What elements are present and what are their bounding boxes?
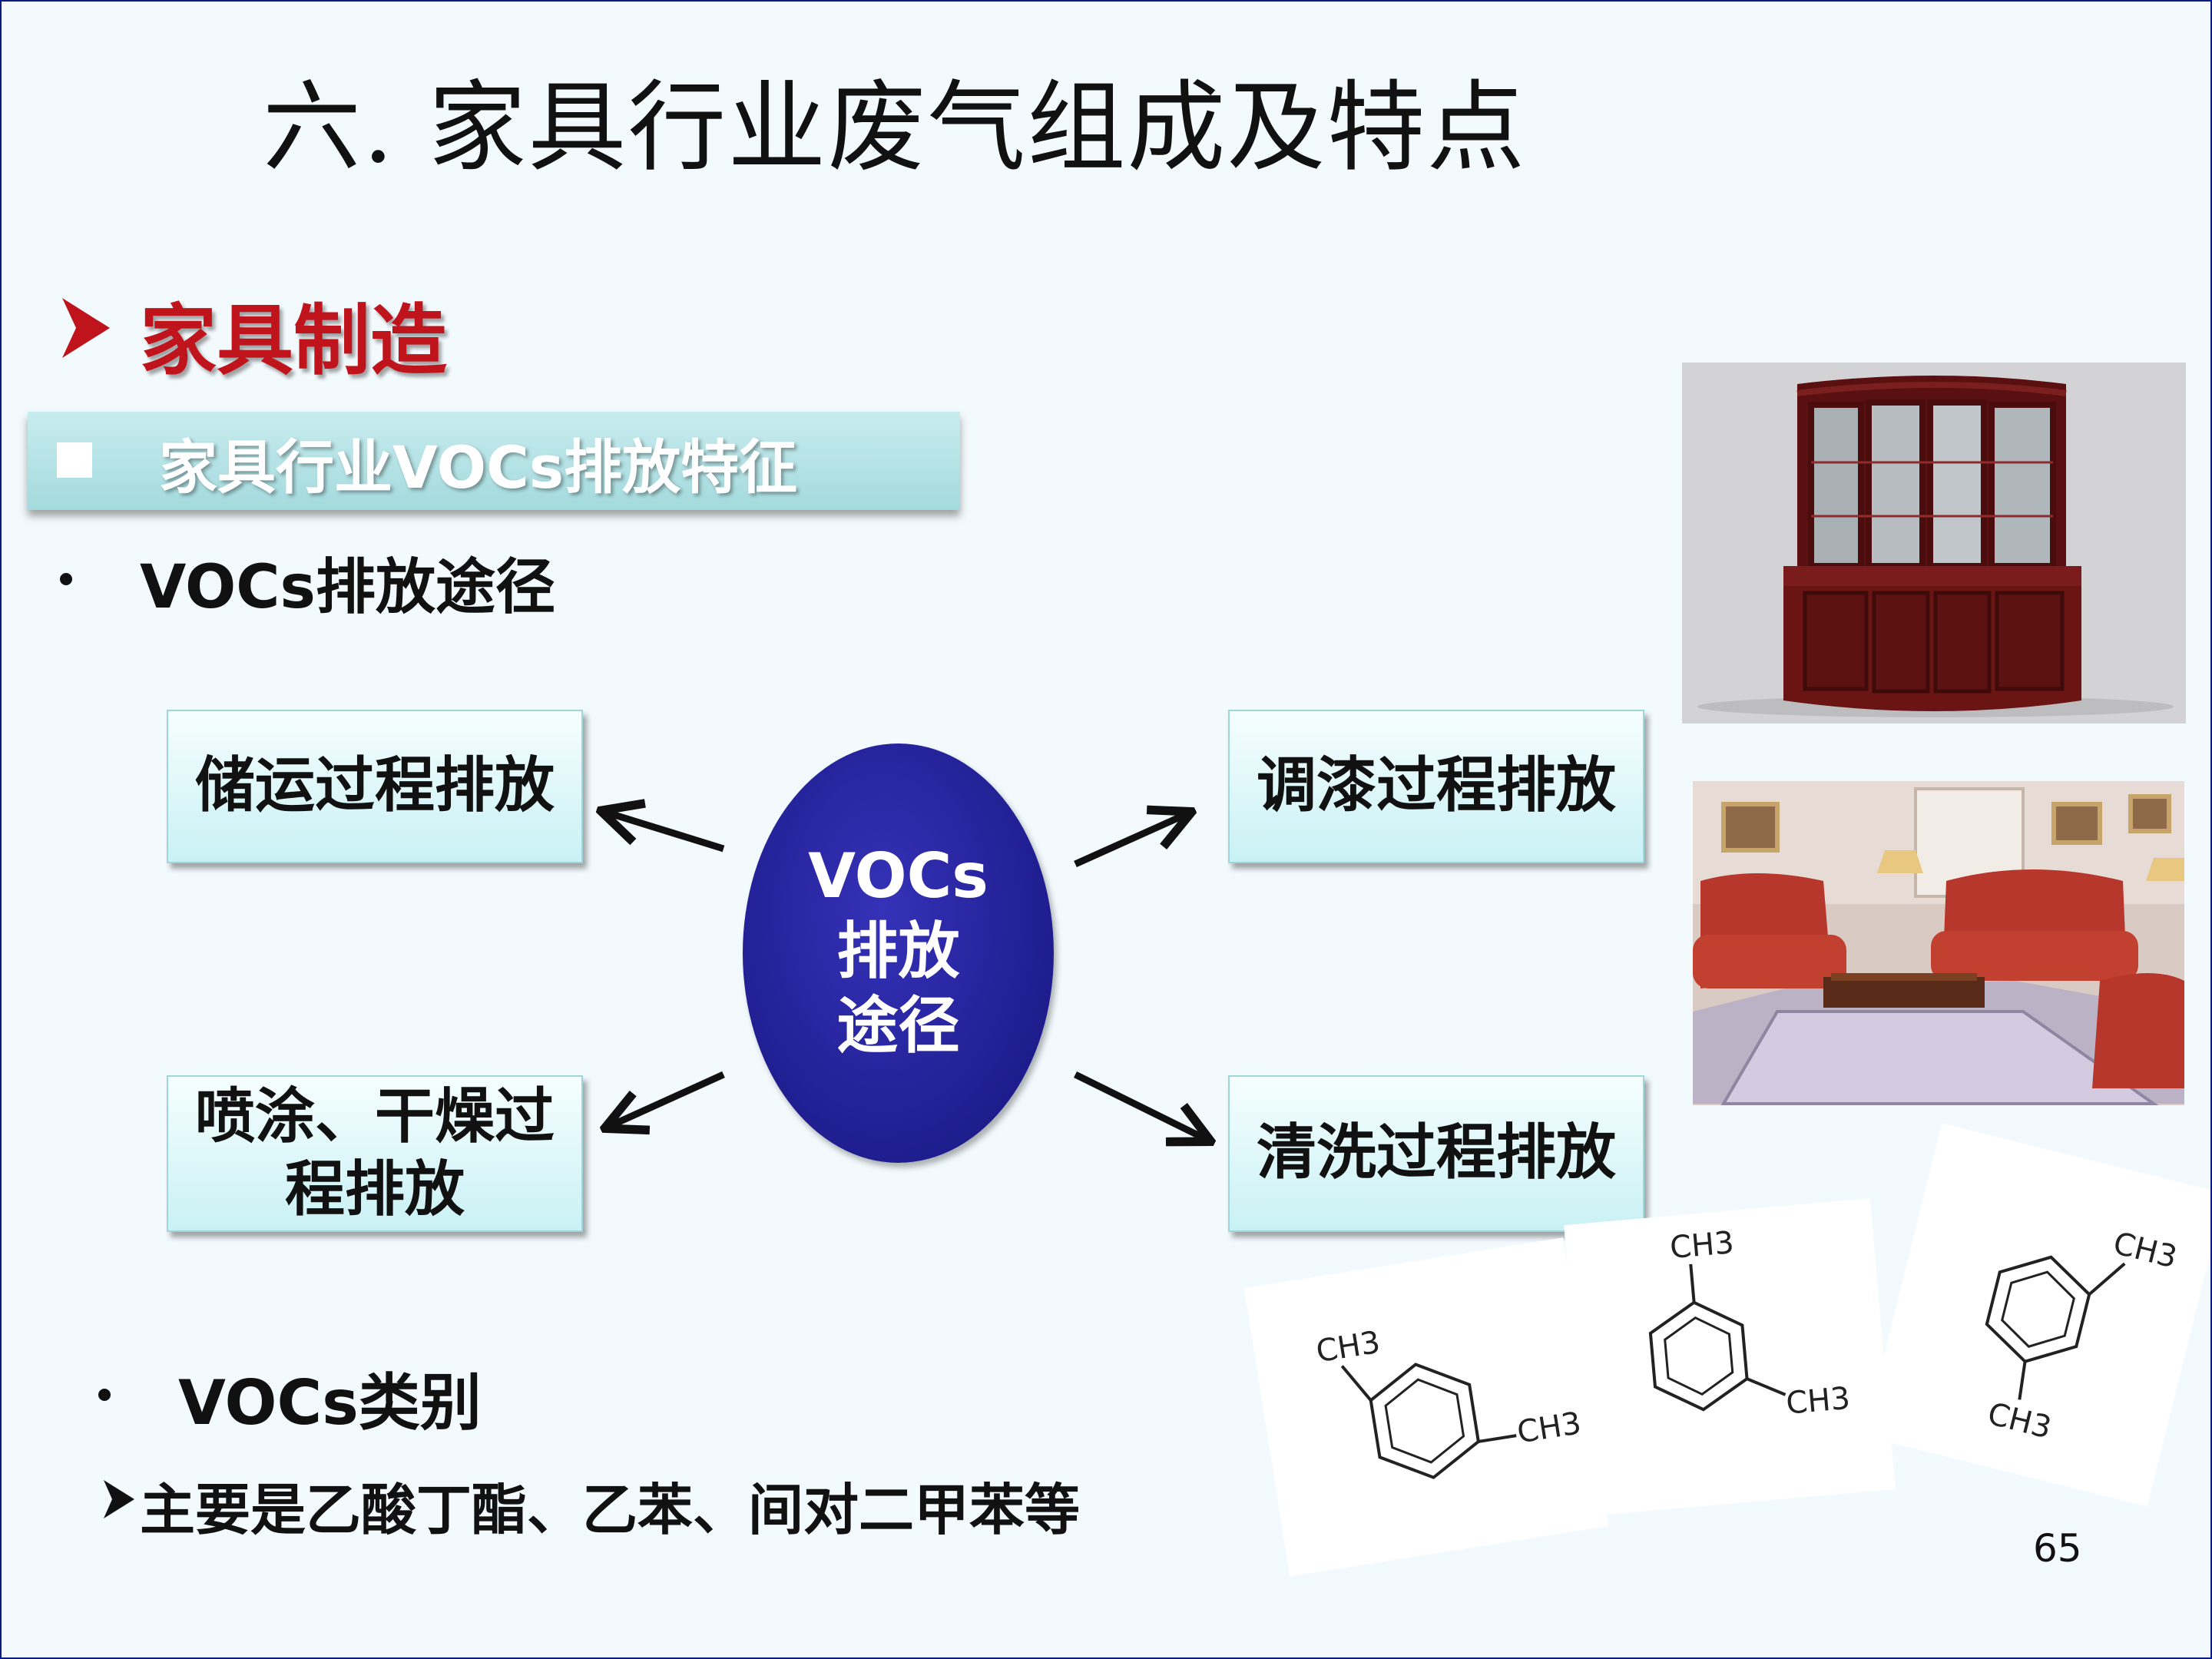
methyl-label: CH3 xyxy=(1984,1396,2055,1446)
banner xyxy=(28,412,960,510)
section-heading: 家具制造 xyxy=(140,296,447,386)
box-cleaning-label: 清洗过程排放 xyxy=(1256,1118,1616,1188)
center-label: VOCs 排放 途径 xyxy=(743,839,1054,1064)
bullet-voc-categories: VOCs类别 xyxy=(178,1367,482,1439)
center-ellipse xyxy=(743,743,1054,1163)
arrow-to-spraying xyxy=(608,1071,725,1127)
bullet-emission-routes: VOCs排放途径 xyxy=(140,553,555,622)
center-label-line3: 途径 xyxy=(836,990,960,1062)
arrowhead-bullet-icon xyxy=(104,1480,134,1518)
page-number: 65 xyxy=(2033,1526,2082,1571)
box-spraying-label-line1: 喷涂、干燥过 xyxy=(194,1081,555,1151)
banner-title: 家具行业VOCs排放特征 xyxy=(159,433,798,502)
square-bullet-icon xyxy=(57,442,92,478)
voc-list: 主要是乙酸丁酯、乙苯、间对二甲苯等 xyxy=(140,1478,1081,1542)
methyl-label: CH3 xyxy=(1313,1325,1382,1369)
molecule-card-1: CH3 CH3 xyxy=(1243,1237,1609,1577)
box-mixing-emission: 调漆过程排放 xyxy=(1228,710,1644,863)
box-storage-label: 储运过程排放 xyxy=(194,751,555,821)
arrow-to-cleaning xyxy=(1074,1071,1207,1140)
dot-bullet-icon xyxy=(60,573,72,585)
sofa-room-photo xyxy=(1693,781,2184,1105)
box-storage-emission: 储运过程排放 xyxy=(167,710,583,863)
box-spraying-drying-emission: 喷涂、干燥过 程排放 xyxy=(167,1075,583,1232)
center-label-line1: VOCs xyxy=(808,840,988,912)
arrow-to-storage xyxy=(604,812,725,853)
arrowhead-bullet-icon xyxy=(62,298,110,358)
methyl-label: CH3 xyxy=(1668,1225,1735,1266)
dot-bullet-icon xyxy=(98,1389,111,1401)
box-cleaning-emission: 清洗过程排放 xyxy=(1228,1075,1644,1232)
page-title: 六. 家具行业废气组成及特点 xyxy=(263,71,1527,185)
methyl-label: CH3 xyxy=(1515,1406,1584,1450)
center-label-line2: 排放 xyxy=(836,915,960,987)
box-spraying-label-line2: 程排放 xyxy=(284,1155,465,1224)
box-mixing-label: 调漆过程排放 xyxy=(1256,751,1616,821)
arrow-to-mixing xyxy=(1074,813,1188,868)
cabinet-photo xyxy=(1682,363,2186,724)
methyl-label: CH3 xyxy=(1785,1381,1852,1422)
molecule-card-2: CH3 CH3 xyxy=(1564,1198,1896,1516)
molecule-card-3: CH3 CH3 xyxy=(1863,1123,2210,1507)
